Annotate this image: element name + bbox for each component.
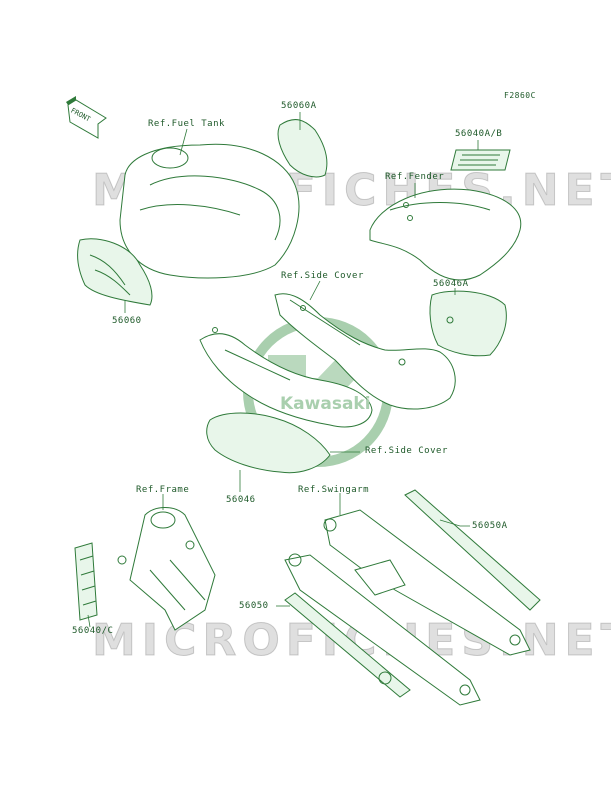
label-56040ab: 56040A/B xyxy=(455,129,503,139)
label-ref-fuel-tank: Ref.Fuel Tank xyxy=(148,119,225,129)
label-ref-side-cover-bottom: Ref.Side Cover xyxy=(365,446,448,456)
label-56050a: 56050A xyxy=(472,521,508,531)
label-56046: 56046 xyxy=(226,495,256,505)
stripe-56050a-drawing xyxy=(404,489,541,611)
diagram-code: F2860C xyxy=(504,91,536,100)
front-arrow-icon xyxy=(66,96,107,139)
label-plate-56040ab-drawing xyxy=(450,149,511,171)
frame-drawing xyxy=(117,507,216,631)
decal-56046-drawing xyxy=(206,412,331,474)
decal-56060a-drawing xyxy=(277,119,328,178)
label-ref-swingarm: Ref.Swingarm xyxy=(298,485,370,495)
kawasaki-logo-text: Kawasaki xyxy=(280,394,371,414)
decal-56050-drawing xyxy=(284,592,411,698)
label-56046a: 56046A xyxy=(433,279,469,289)
label-56040c: 56040/C xyxy=(72,626,114,636)
label-ref-frame: Ref.Frame xyxy=(136,485,190,495)
label-ref-side-cover-top: Ref.Side Cover xyxy=(281,271,364,281)
label-56060: 56060 xyxy=(112,316,142,326)
swingarm-drawing xyxy=(284,509,531,706)
leader-lines xyxy=(87,112,479,628)
label-56060a: 56060A xyxy=(281,101,317,111)
side-cover-upper-drawing xyxy=(274,293,456,410)
fender-drawing xyxy=(369,188,522,281)
label-ref-fender: Ref.Fender xyxy=(385,172,445,182)
decal-56046a-drawing xyxy=(429,290,507,357)
side-cover-lower-drawing xyxy=(199,327,373,428)
sticker-56040c-drawing xyxy=(74,542,98,621)
fuel-tank-drawing xyxy=(119,143,300,279)
decal-56060-drawing xyxy=(77,238,153,306)
label-56050: 56050 xyxy=(239,601,269,611)
